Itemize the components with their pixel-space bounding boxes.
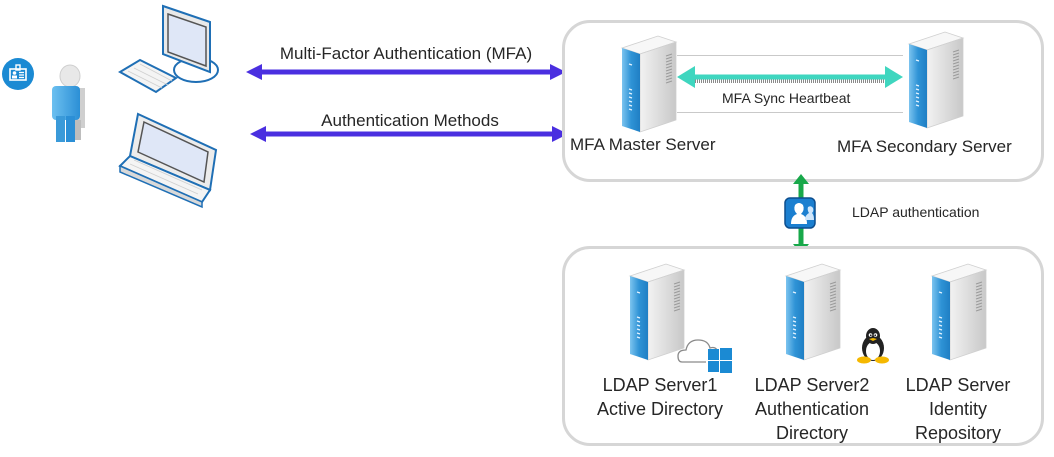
ldap-server3-type: Identity bbox=[928, 399, 988, 419]
windows-cloud-icon bbox=[677, 334, 734, 374]
mfa-arrow bbox=[246, 64, 566, 80]
linux-penguin-icon bbox=[856, 326, 890, 364]
ldap-server2-type: Authentication bbox=[754, 399, 870, 419]
ldap-server2-type-cont: Directory bbox=[775, 423, 848, 443]
ldap-server1-type: Active Directory bbox=[596, 399, 724, 419]
mfa-secondary-server-icon bbox=[905, 30, 965, 130]
ldap-authentication-label: LDAP authentication bbox=[852, 204, 980, 220]
directory-users-icon bbox=[783, 196, 817, 230]
ldap-server1-icon bbox=[626, 262, 686, 362]
heartbeat-label: MFA Sync Heartbeat bbox=[722, 90, 851, 106]
heartbeat-link-frame bbox=[677, 55, 903, 113]
ldap-server3-label: LDAP Server Identity Repository bbox=[878, 373, 1038, 445]
methods-connection-label: Authentication Methods bbox=[321, 111, 499, 130]
ldap-server3-icon bbox=[928, 262, 988, 362]
ldap-server2-icon bbox=[782, 262, 842, 362]
ldap-server2-name: LDAP Server2 bbox=[754, 375, 870, 395]
desktop-computer-icon bbox=[118, 2, 219, 98]
laptop-icon bbox=[118, 110, 218, 209]
mfa-master-server-icon bbox=[618, 34, 678, 134]
ldap-server3-name: LDAP Server bbox=[905, 375, 1011, 395]
user-icon bbox=[48, 64, 90, 144]
methods-arrow bbox=[250, 126, 568, 142]
ldap-server1-label: LDAP Server1 Active Directory bbox=[580, 373, 740, 421]
ldap-server3-type-cont: Repository bbox=[914, 423, 1002, 443]
mfa-master-server-label: MFA Master Server bbox=[570, 135, 716, 154]
ldap-server2-label: LDAP Server2 Authentication Directory bbox=[732, 373, 892, 445]
mfa-connection-label: Multi-Factor Authentication (MFA) bbox=[279, 44, 533, 63]
ldap-server1-name: LDAP Server1 bbox=[602, 375, 718, 395]
id-badge-icon bbox=[2, 58, 34, 90]
heartbeat-arrow bbox=[677, 66, 903, 92]
mfa-secondary-server-label: MFA Secondary Server bbox=[837, 137, 1012, 156]
